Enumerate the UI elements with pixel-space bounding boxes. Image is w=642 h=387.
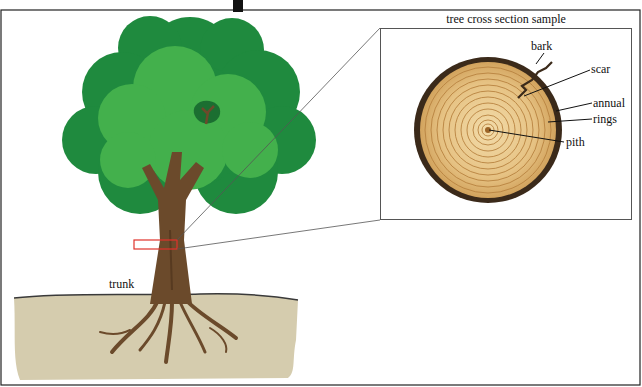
root [180,302,205,352]
ring [425,67,551,193]
canopy-gap [194,101,220,124]
scar-mark [518,62,552,98]
inset-heading: tree cross section sample [381,12,631,26]
part-label: scar [591,61,631,77]
leader-lines [489,53,592,142]
zoom-line [177,220,380,249]
roots [100,300,236,362]
ring [482,124,494,136]
top-mark [233,0,243,12]
ring [478,120,498,140]
ring [443,85,533,175]
ring [437,79,539,181]
leader-line [548,119,592,122]
cross-section [414,57,562,203]
root [140,302,165,350]
canopy-light [98,46,278,190]
bark-ring [414,57,562,203]
ring [461,103,515,157]
wood [420,62,556,198]
leaf-mass [100,132,156,188]
ring [449,91,527,169]
ring [473,115,503,145]
root [210,328,226,352]
outer-frame [1,10,640,385]
leader-line [489,130,564,142]
root [112,300,158,352]
zoom-line [177,28,380,240]
root [186,300,236,338]
part-label: annual rings [593,95,633,127]
trunk-label: trunk [109,276,149,292]
ring [467,109,509,151]
branch [202,106,214,124]
part-label: bark [531,38,571,54]
ring [455,97,521,163]
root [166,302,172,362]
trunk-shade [170,230,172,290]
leader-line [556,103,592,111]
ground [14,294,298,380]
trunk [142,152,204,304]
sample-marker [134,240,177,249]
leader-line [524,70,590,96]
leader-line [536,53,544,64]
leaf-mass [222,122,278,178]
part-label: pith [566,134,606,150]
root [100,330,130,334]
growth-rings [425,67,551,193]
ring [431,73,545,187]
